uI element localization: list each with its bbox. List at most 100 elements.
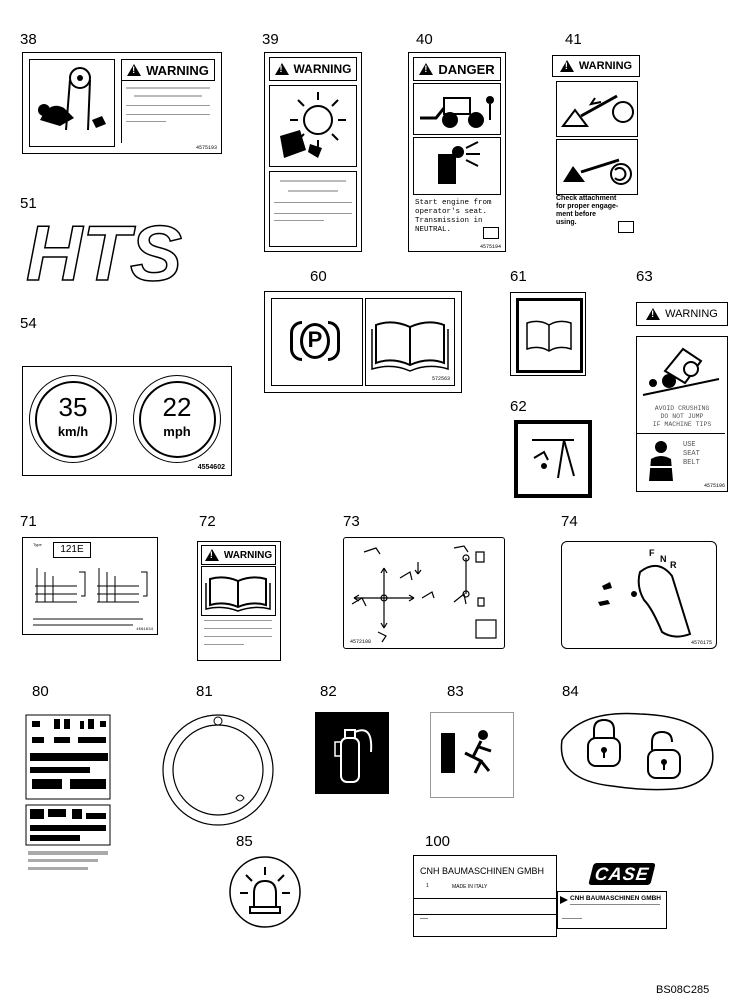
item-number-40: 40 [416, 31, 433, 48]
decal-80 [24, 713, 112, 875]
gear-reverse-label: R [670, 560, 677, 570]
rotating-parts-pictogram [269, 85, 357, 167]
part-code: 4575193 [195, 145, 217, 151]
alert-triangle-icon [419, 63, 434, 75]
seat-belt-icon [649, 441, 673, 481]
decal-54: 35 km/h 22 mph 4554602 [22, 366, 232, 476]
part-code: 572563 [431, 376, 450, 382]
item-number-85: 85 [236, 833, 253, 850]
part-code: 4576175 [690, 640, 712, 646]
lock-unlock-decal [560, 712, 714, 791]
warning-banner-text: WARNING [665, 308, 718, 320]
rollover-text-line: AVOID CRUSHING [654, 405, 710, 412]
attachment-text-line: for proper engage- [556, 203, 619, 210]
alert-triangle-icon [127, 64, 142, 76]
lock-open-icon [647, 730, 681, 779]
arrow-icon [560, 896, 568, 904]
item-number-51: 51 [20, 195, 37, 212]
item-number-74: 74 [561, 513, 578, 530]
danger-banner: DANGER [413, 57, 501, 81]
speed-value-mph: 22 [162, 392, 192, 422]
decal-83 [430, 712, 514, 798]
attachment-text: Check attachment for proper engage- ment… [556, 195, 626, 227]
entanglement-pictogram [29, 59, 115, 147]
item-number-63: 63 [636, 268, 653, 285]
decal-73: 4572108 [343, 537, 505, 649]
danger-text-line: Start engine from [415, 199, 492, 207]
decal-71: Type 121E 4561934 [22, 537, 158, 635]
item-number-38: 38 [20, 31, 37, 48]
item-number-81: 81 [196, 683, 213, 700]
danger-text-line: operator's seat. [415, 208, 488, 216]
decal-84 [552, 708, 718, 794]
engine-spark-icon [438, 141, 480, 184]
seat-belt-text-line: BELT [683, 459, 700, 467]
decal-40: DANGER Start engine from operator's seat… [408, 52, 506, 252]
decal-41: WARNING Check attachment for proper enga… [552, 55, 640, 233]
company-name: CNH BAUMASCHINEN GMBH [420, 866, 545, 876]
part-code: 4554602 [197, 464, 225, 471]
decal-38: WARNING 4575193 [22, 52, 222, 154]
speed-sign-kmh: 35 km/h [29, 375, 117, 463]
model-prefix: Type [33, 542, 42, 547]
alert-triangle-icon [204, 549, 219, 561]
item-number-62: 62 [510, 398, 527, 415]
item-number-61: 61 [510, 268, 527, 285]
alert-triangle-icon [646, 308, 661, 320]
decal-81 [160, 712, 276, 828]
item-number-39: 39 [262, 31, 279, 48]
hts-lettering: HTS [26, 209, 182, 292]
decal-62 [514, 420, 592, 498]
speed-unit-mph: mph [163, 424, 191, 439]
warning-banner-text: WARNING [146, 62, 209, 78]
case-logo-text: CASE [593, 864, 651, 884]
decal-61 [510, 292, 586, 376]
shift-lever-diagram [598, 565, 692, 638]
warning-text-block [121, 81, 214, 143]
machine-rollover-icon [642, 347, 720, 396]
decal-82 [315, 712, 389, 794]
ring-decal [162, 714, 274, 826]
parking-brake-icon: P [290, 321, 340, 361]
manual-icon [483, 227, 499, 239]
item-number-84: 84 [562, 683, 579, 700]
rollover-text-line: DO NOT JUMP [660, 413, 704, 420]
item-number-80: 80 [32, 683, 49, 700]
parking-symbol: P [307, 327, 323, 352]
attachment-pictogram-2 [556, 139, 638, 195]
decal-72: WARNING [197, 541, 281, 661]
alert-triangle-icon [274, 63, 289, 75]
decal-39: WARNING [264, 52, 362, 252]
item-number-83: 83 [447, 683, 464, 700]
danger-text: Start engine from operator's seat. Trans… [415, 199, 499, 235]
manual-panel: 572563 [365, 298, 455, 386]
lift-arm-crush-icon [532, 439, 575, 479]
switch-panel-decal [25, 714, 111, 870]
part-code: 4575196 [703, 483, 725, 489]
rotating-beacon-icon [229, 856, 301, 928]
seat-belt-text-line: USE [683, 441, 696, 449]
lift-capacity-diagram [33, 568, 148, 626]
item-number-71: 71 [20, 513, 37, 530]
gear-neutral-label: N [660, 554, 667, 564]
warning-text-block [269, 171, 357, 247]
belt-entanglement-icon [38, 67, 106, 131]
rotating-fan-icon [280, 92, 346, 158]
warning-banner-text: WARNING [578, 60, 633, 72]
warning-banner-text: WARNING [223, 549, 273, 561]
open-book-icon [205, 576, 271, 612]
decal-100: CNH BAUMASCHINEN GMBH 1 MADE IN ITALY [413, 855, 557, 937]
parking-brake-panel: P [271, 298, 363, 386]
made-in-label: MADE IN ITALY [452, 884, 488, 890]
manual-icon [618, 221, 634, 233]
rollover-pictogram [639, 339, 723, 403]
item-number-72: 72 [199, 513, 216, 530]
open-book-icon [371, 321, 449, 372]
decal-85 [228, 855, 302, 929]
seat-belt-text: USE SEAT BELT [683, 441, 700, 468]
warning-banner-text: WARNING [293, 62, 352, 76]
item-number-60: 60 [310, 268, 327, 285]
model-label: 121E [53, 542, 91, 558]
brand-plate-box: CNH BAUMASCHINEN GMBH [557, 891, 667, 929]
brand-plate: CASE CNH BAUMASCHINEN GMBH [555, 855, 671, 935]
